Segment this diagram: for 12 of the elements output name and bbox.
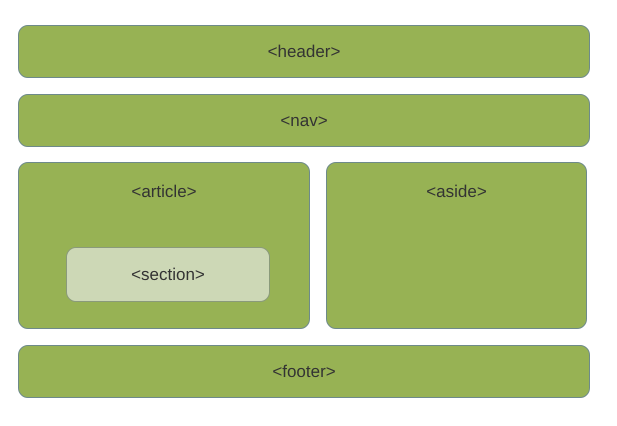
element-tag-label: <article> [131,183,197,200]
layout-bar [18,94,590,147]
layout-panel [18,162,310,329]
layout-bar [18,345,590,398]
inner-section-box [66,247,270,302]
element-tag-label: <section> [131,266,205,283]
element-tag-label: <nav> [280,112,328,129]
layout-panel [326,162,587,329]
element-tag-label: <header> [268,43,340,60]
layout-bar [18,25,590,78]
element-tag-label: <footer> [272,363,336,380]
element-tag-label: <aside> [426,183,487,200]
